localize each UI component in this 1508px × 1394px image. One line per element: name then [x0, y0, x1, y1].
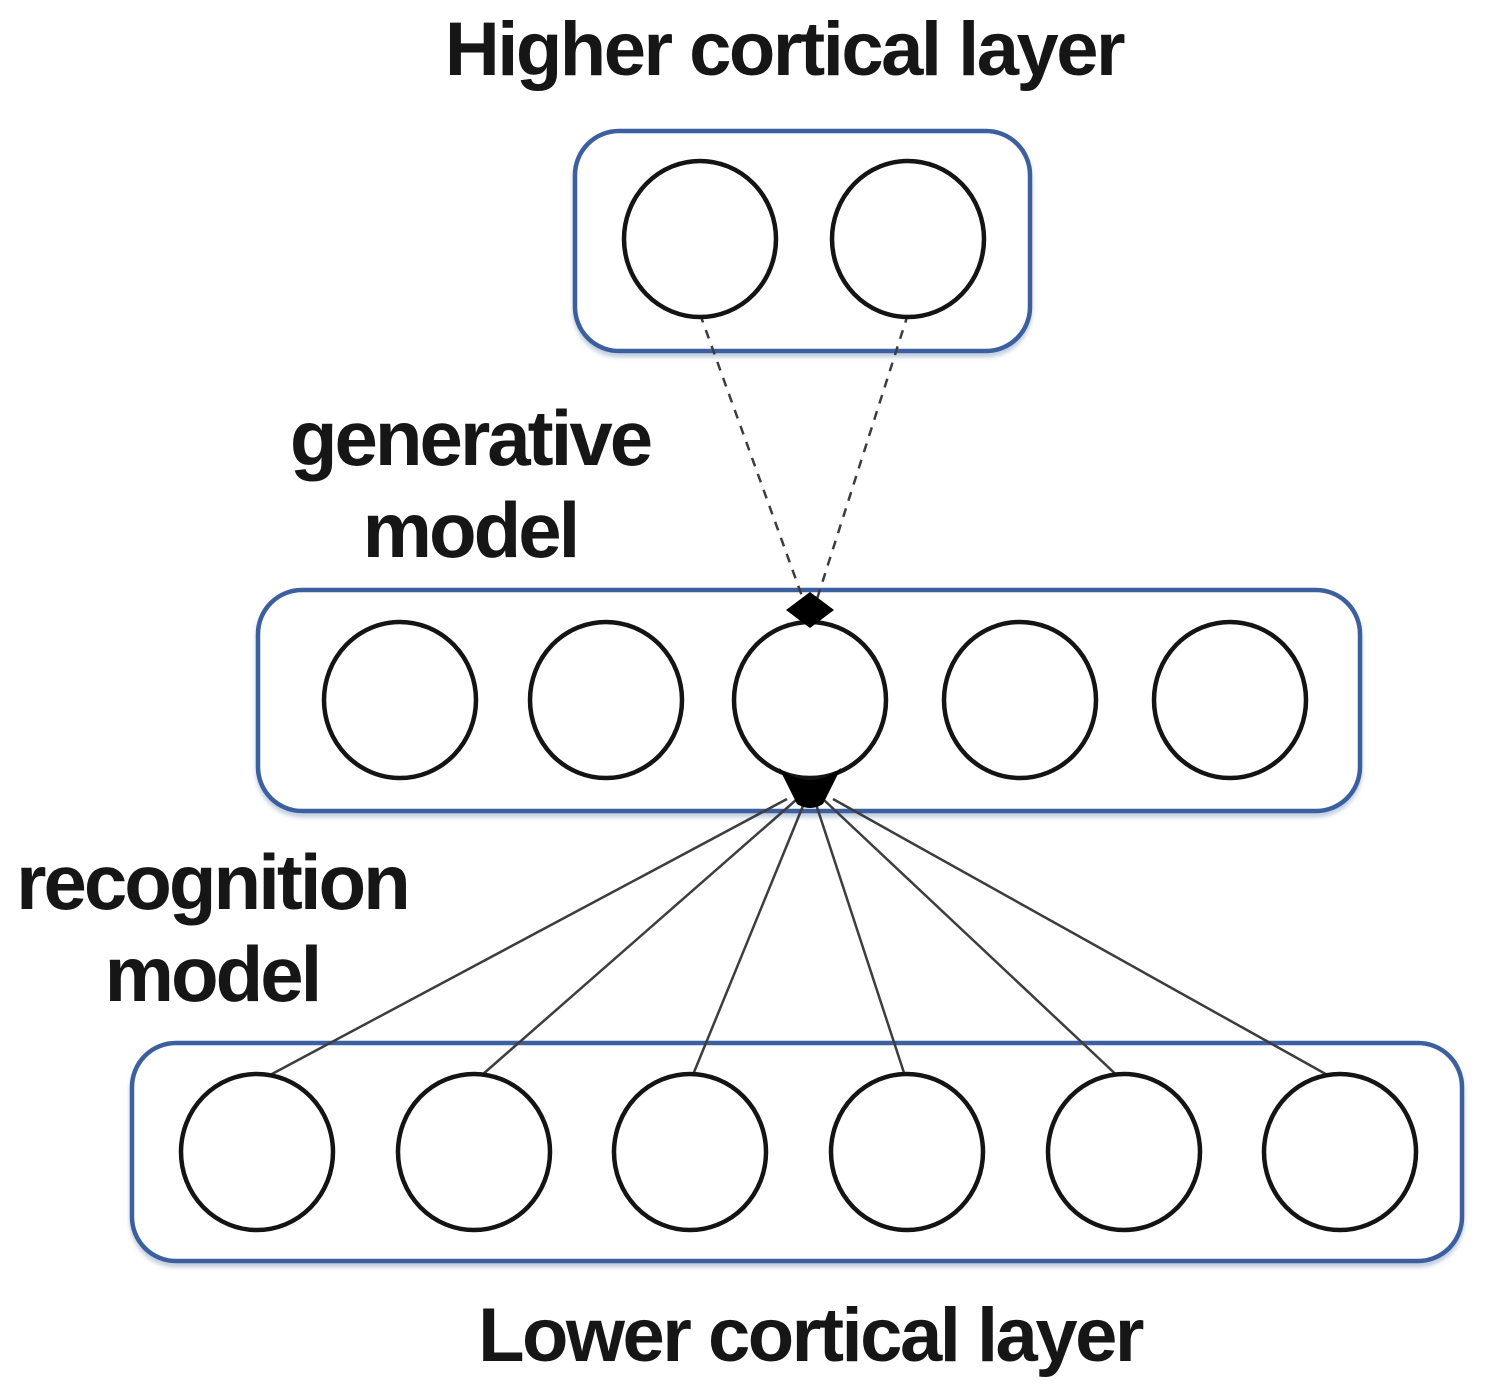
middle-layer-node: [321, 619, 479, 781]
lower-cortical-layer-title: Lower cortical layer: [478, 1293, 1144, 1378]
middle-layer-node: [1151, 619, 1309, 781]
lower-cortical-layer-node: [395, 1071, 553, 1233]
recognition-edge: [832, 797, 1341, 1084]
higher-cortical-layer-node: [621, 158, 779, 320]
generative-edge: [815, 313, 910, 600]
middle-layer-node: [941, 619, 1099, 781]
lower-cortical-layer-node: [611, 1071, 769, 1233]
generative-model-label: generative model: [270, 392, 670, 576]
middle-layer-node: [731, 619, 889, 781]
lower-cortical-layer-node: [1261, 1071, 1419, 1233]
higher-cortical-layer-node: [829, 158, 987, 320]
recognition-convergence-blob: [779, 768, 841, 808]
generative-model-label-line1: generative: [289, 394, 653, 482]
recognition-edge: [813, 800, 909, 1083]
recognition-edge: [823, 799, 1125, 1083]
recognition-edge: [688, 800, 807, 1083]
generative-model-label-line2: model: [362, 486, 581, 574]
higher-cortical-layer-title: Higher cortical layer: [444, 7, 1126, 92]
recognition-edge: [256, 797, 788, 1084]
generative-arrowhead: [786, 592, 834, 628]
recognition-model-label: recognition model: [10, 836, 414, 1020]
lower-cortical-layer-node: [828, 1071, 986, 1233]
lower-cortical-layer-node: [178, 1071, 336, 1233]
recognition-model-label-line1: recognition: [16, 838, 411, 926]
middle-layer-node: [527, 619, 685, 781]
recognition-edge: [473, 799, 797, 1083]
lower-cortical-layer-node: [1045, 1071, 1203, 1233]
recognition-model-label-line2: model: [104, 930, 323, 1018]
generative-edge: [698, 313, 805, 600]
